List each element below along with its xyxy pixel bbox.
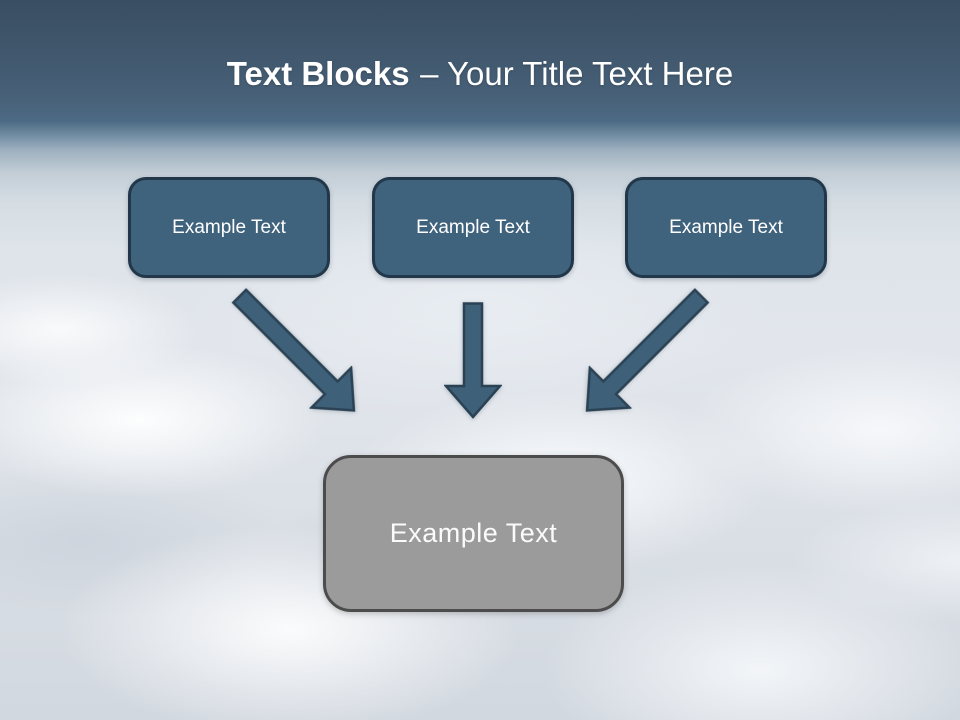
arrow-down-icon <box>444 302 502 419</box>
slide-title: Text Blocks – Your Title Text Here <box>0 52 960 96</box>
text-block-2-label: Example Text <box>416 216 530 238</box>
result-block-label: Example Text <box>389 518 558 548</box>
text-block-2: Example Text <box>372 177 574 278</box>
title-regular-text: – Your Title Text Here <box>420 55 734 92</box>
text-block-3: Example Text <box>625 177 827 278</box>
text-block-3-label: Example Text <box>669 216 783 238</box>
title-bold-text: Text Blocks <box>226 55 410 92</box>
result-block: Example Text <box>323 455 624 612</box>
arrow-down-left-icon <box>564 274 723 433</box>
text-block-1: Example Text <box>128 177 330 278</box>
text-block-1-label: Example Text <box>172 216 286 238</box>
arrow-down-right-icon <box>217 274 376 433</box>
